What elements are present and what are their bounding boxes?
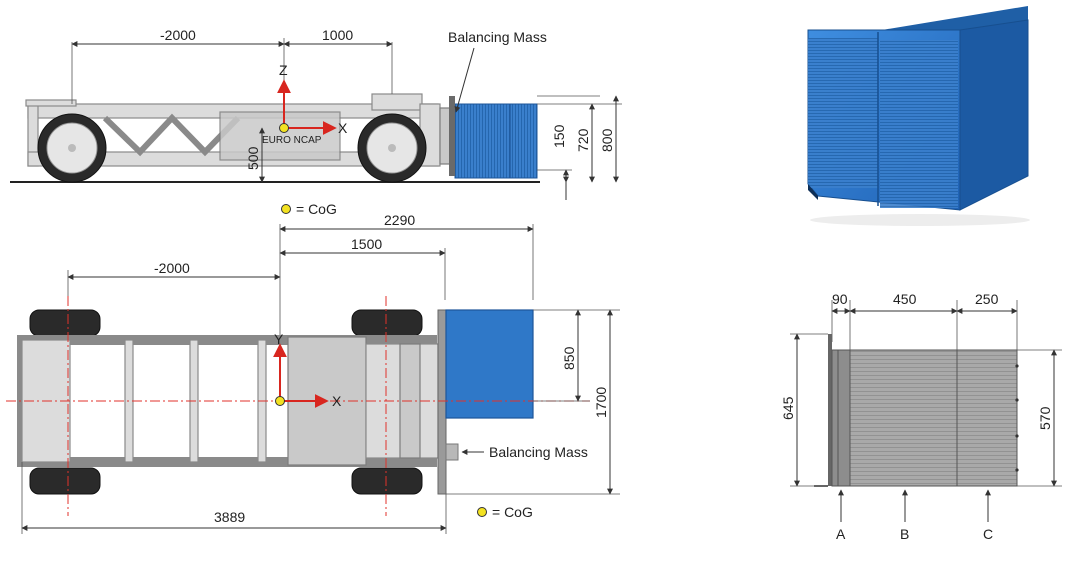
top-rear-left-tyre xyxy=(29,309,101,337)
legend-cog-text: = CoG xyxy=(492,504,533,520)
top-dim-rear: -2000 xyxy=(154,260,190,276)
section-dim-250: 250 xyxy=(975,291,999,307)
top-cog-marker xyxy=(275,396,285,406)
side-dim-cog-height: 500 xyxy=(245,146,261,170)
legend-cog-marker xyxy=(477,507,487,517)
legend-cog-top-text: = CoG xyxy=(296,201,337,217)
top-dim-1500: 1500 xyxy=(351,236,382,252)
top-balancing-mass xyxy=(445,443,459,461)
top-front-left-tyre xyxy=(351,309,423,337)
top-dim-length: 3889 xyxy=(214,509,245,525)
top-barrier-block xyxy=(445,309,534,419)
side-front-wheel xyxy=(357,113,427,183)
side-view: EURO NCAP -2000 1000 Balancing Mass Z X … xyxy=(10,27,622,200)
section-dim-645: 645 xyxy=(780,396,796,420)
side-balancing-mass xyxy=(449,96,455,176)
top-rear-right-tyre xyxy=(29,467,101,495)
top-chassis xyxy=(17,335,439,467)
section-dim-570: 570 xyxy=(1037,406,1053,430)
top-dim-850: 850 xyxy=(561,346,577,370)
side-dim-rear-label: -2000 xyxy=(160,27,196,43)
legend-cog-top-marker xyxy=(281,204,291,214)
side-cog-marker xyxy=(279,123,289,133)
top-balancing-mass-label: Balancing Mass xyxy=(489,444,588,460)
side-balancing-mass-label: Balancing Mass xyxy=(448,29,547,45)
top-dim-2290: 2290 xyxy=(384,212,415,228)
side-dim-800: 800 xyxy=(599,128,615,152)
section-part-c xyxy=(956,349,1018,487)
section-part-a xyxy=(831,349,851,487)
side-rear-wheel xyxy=(37,113,107,183)
side-dim-150: 150 xyxy=(551,124,567,148)
section-part-b xyxy=(849,349,958,487)
section-label-c: C xyxy=(983,526,993,542)
top-backing-plate xyxy=(437,309,447,495)
section-backing-plate xyxy=(828,334,832,486)
section-label-a: A xyxy=(836,526,846,542)
section-dim-90: 90 xyxy=(832,291,848,307)
side-x-axis-label: X xyxy=(338,120,348,136)
barrier-section: 90 450 250 645 570 A B C xyxy=(780,291,1062,542)
barrier-photo xyxy=(807,6,1030,226)
side-z-axis-label: Z xyxy=(279,62,288,78)
side-barrier-block xyxy=(454,103,538,179)
watermark-text: EURO NCAP xyxy=(262,135,322,146)
top-x-axis-label: X xyxy=(332,393,342,409)
top-dim-1700: 1700 xyxy=(593,387,609,418)
top-y-axis-label: Y xyxy=(274,331,284,347)
section-dim-450: 450 xyxy=(893,291,917,307)
side-dim-front-label: 1000 xyxy=(322,27,353,43)
legend-cog-top: = CoG xyxy=(281,201,337,217)
top-view: 2290 1500 -2000 Y X xyxy=(6,212,620,534)
section-label-b: B xyxy=(900,526,909,542)
side-dim-720: 720 xyxy=(575,128,591,152)
top-front-right-tyre xyxy=(351,467,423,495)
